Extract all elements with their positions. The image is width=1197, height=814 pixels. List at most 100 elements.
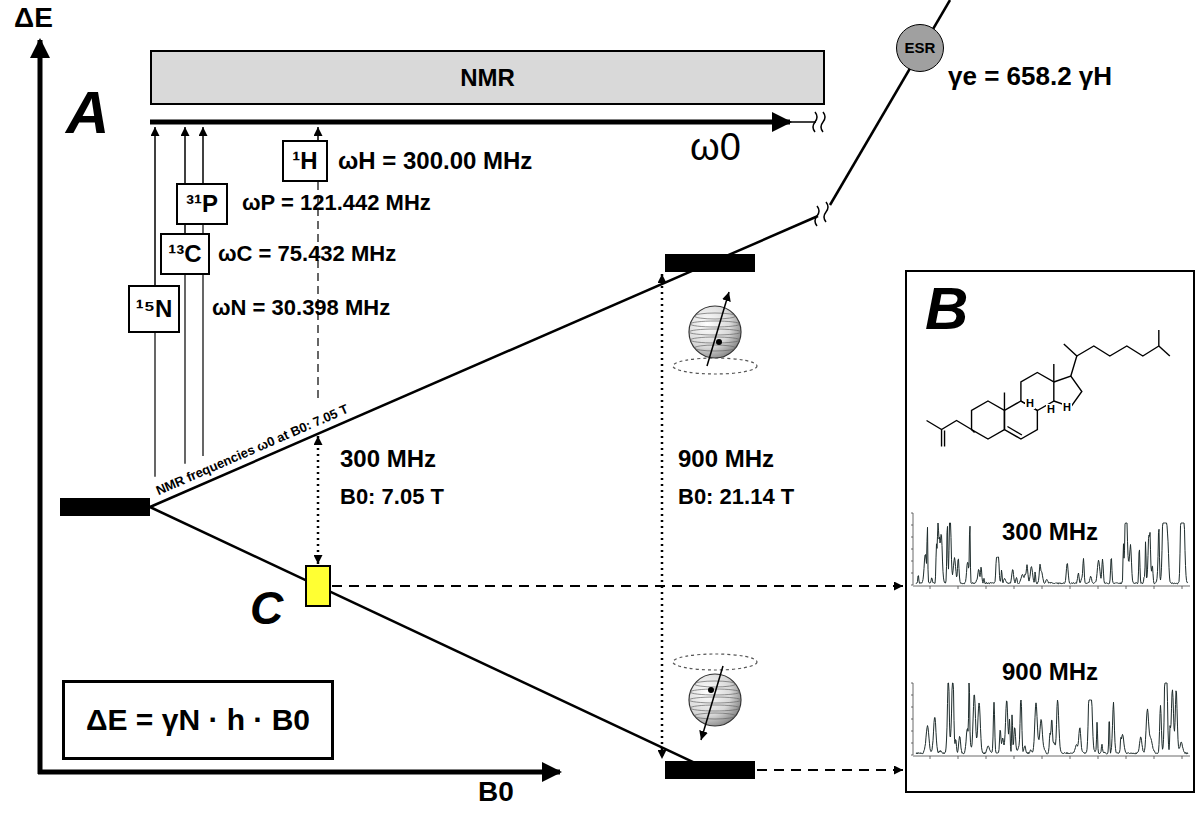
nucleus-box: ¹⁵N xyxy=(128,285,180,333)
carbonyl xyxy=(944,431,945,447)
ring-a xyxy=(972,401,1005,439)
sphere-latitude xyxy=(695,681,736,687)
atom-label: H xyxy=(1025,398,1035,409)
node-label: ESR xyxy=(905,39,936,56)
spectrum-tick xyxy=(958,756,959,759)
axis-title: B0 xyxy=(478,776,514,808)
spectrum-tick xyxy=(911,585,913,586)
spectrum-tick xyxy=(1070,756,1071,759)
node-label: ³¹P xyxy=(186,190,218,218)
side-chain xyxy=(1077,346,1159,356)
panel-letter: B xyxy=(925,274,968,343)
spin-dot xyxy=(708,687,714,693)
spin-axis xyxy=(701,666,723,740)
frequency-value: ωP = 121.442 MHz xyxy=(242,190,431,215)
formula-box: ΔE = γN · h · B0 xyxy=(62,680,334,760)
frequency-arrow xyxy=(202,127,204,183)
spectrum-baseline xyxy=(913,586,1190,587)
gyromagnetic-ratio: γe = 658.2 γH xyxy=(948,62,1112,92)
upper-level-bar xyxy=(665,254,755,272)
spectrum-tick xyxy=(1126,756,1127,759)
field-strength: B0: 7.05 T xyxy=(340,484,444,509)
spectrum-title: 300 MHz xyxy=(1002,518,1098,546)
spectrum-tick xyxy=(930,756,931,759)
atom-label: H xyxy=(1062,402,1072,413)
spin-sphere xyxy=(673,654,757,740)
spectrometer-frequency: 300 MHz xyxy=(340,445,436,473)
precession-orbit xyxy=(673,654,757,670)
spectrum-tick xyxy=(911,549,913,550)
spectrum-title: 900 MHz xyxy=(1002,658,1098,686)
spectrum-tick xyxy=(1014,586,1015,589)
side-chain xyxy=(1064,344,1077,376)
carbonyl xyxy=(941,430,942,447)
transition-arrow-300 xyxy=(317,436,320,564)
spin-sphere xyxy=(673,292,757,374)
stereo-bond xyxy=(972,430,975,433)
side-chain xyxy=(1159,346,1170,356)
spectrum-tick xyxy=(1098,756,1099,759)
nucleus-sphere xyxy=(689,306,741,358)
esr-level-line xyxy=(830,0,950,205)
nucleus-sphere xyxy=(689,674,741,726)
spectrum-tick xyxy=(911,707,913,708)
spectrum-tick xyxy=(930,586,931,589)
frequency-axis-tail xyxy=(790,121,816,123)
panel-letter: A xyxy=(66,78,109,147)
node-label: ΔE = γN · h · B0 xyxy=(86,703,310,738)
spectrum-baseline xyxy=(913,756,1190,757)
spectrum-tick xyxy=(1042,756,1043,759)
spectrum-tick xyxy=(911,573,913,574)
spectrum-tick xyxy=(1182,756,1183,759)
spectrum-tick xyxy=(958,586,959,589)
node-label: ¹³C xyxy=(168,240,201,268)
frequency-value: ωN = 30.398 MHz xyxy=(212,295,390,320)
spectrum-tick xyxy=(911,755,913,756)
leader-900 xyxy=(757,769,903,771)
sphere-latitude xyxy=(690,705,739,711)
spectrum-tick xyxy=(1126,586,1127,589)
spectrum-tick xyxy=(911,525,913,526)
field-axis xyxy=(38,770,560,775)
spectrum-tick xyxy=(986,756,987,759)
sphere-latitude xyxy=(690,321,739,327)
line-break xyxy=(815,202,828,226)
spectrum-tick xyxy=(1154,586,1155,589)
double-bond xyxy=(1007,427,1021,436)
spectrum-tick xyxy=(1014,756,1015,759)
leader-300 xyxy=(332,585,903,587)
spectrum-tick xyxy=(911,513,913,514)
spectrum-tick xyxy=(1070,586,1071,589)
spectrum-tick xyxy=(911,743,913,744)
spectrum-tick xyxy=(911,561,913,562)
spectrum-tick xyxy=(911,719,913,720)
spectrum-tick xyxy=(911,731,913,732)
atom-label: H xyxy=(1046,404,1056,415)
frequency-value: ωH = 300.00 MHz xyxy=(338,147,532,175)
nucleus-box: ¹³C xyxy=(160,233,210,275)
spectrum-tick xyxy=(1098,586,1099,589)
sphere-latitude xyxy=(689,697,741,703)
precession-orbit xyxy=(673,358,757,374)
axis-title: ω0 xyxy=(690,126,741,170)
spectrum-tick xyxy=(1042,586,1043,589)
lower-level-bar xyxy=(665,761,755,779)
side-chain xyxy=(1158,330,1159,346)
field-strength: B0: 21.14 T xyxy=(678,484,794,509)
spectrum-tick xyxy=(911,683,913,684)
nmr-spectrum xyxy=(916,683,1188,754)
energy-axis xyxy=(38,40,43,774)
sphere-latitude xyxy=(689,329,741,335)
spectrum-tick xyxy=(1154,756,1155,759)
sphere-latitude xyxy=(695,713,736,719)
methyl-19 xyxy=(1004,393,1005,411)
zero-field-level xyxy=(60,498,150,516)
frequency-value: ωC = 75.432 MHz xyxy=(218,241,396,266)
spectrum-tick xyxy=(911,695,913,696)
frequency-arrow xyxy=(154,127,156,285)
frequency-arrow-stem xyxy=(154,333,155,477)
spectrum-tick xyxy=(986,586,987,589)
node-label: ¹H xyxy=(292,147,317,175)
